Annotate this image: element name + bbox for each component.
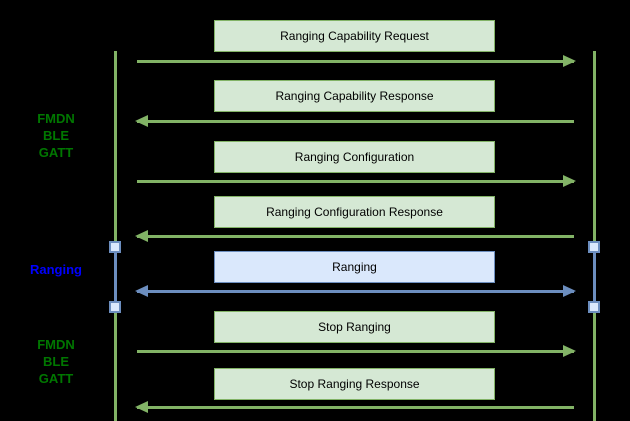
section-label-line: FMDN <box>37 337 75 352</box>
arrow-ranging-bidirectional <box>135 285 576 297</box>
section-label-line: Ranging <box>30 262 82 277</box>
arrow-ranging-capability-response <box>135 115 574 127</box>
section-label-line: FMDN <box>37 111 75 126</box>
arrow-ranging-configuration-response <box>135 230 574 242</box>
lifeline-left-ranging-segment <box>114 247 117 307</box>
arrowhead-left-icon <box>135 401 148 413</box>
arrowhead-right-icon <box>563 55 576 67</box>
section-label-line: GATT <box>38 145 74 160</box>
arrowhead-left-icon <box>135 115 148 127</box>
arrow-stop-ranging-response <box>135 401 574 413</box>
arrowhead-right-icon <box>563 285 576 297</box>
message-box-ranging-capability-request: Ranging Capability Request <box>214 20 495 52</box>
lifeline-right <box>593 51 596 421</box>
arrow-ranging-capability-request <box>137 55 576 67</box>
lifeline-left <box>114 51 117 421</box>
section-label-line: BLE <box>43 128 69 143</box>
section-label-line: BLE <box>43 354 69 369</box>
arrowhead-right-icon <box>563 175 576 187</box>
message-box-ranging-configuration-response: Ranging Configuration Response <box>214 196 495 228</box>
message-box-ranging-configuration: Ranging Configuration <box>214 141 495 173</box>
section-label-fmdn-ble-gatt-top: FMDN BLE GATT <box>0 110 112 161</box>
arrowhead-right-icon <box>563 345 576 357</box>
ranging-end-marker-left <box>109 301 121 313</box>
arrow-stop-ranging <box>137 345 576 357</box>
ranging-end-marker-right <box>588 301 600 313</box>
arrowhead-left-icon <box>135 285 148 297</box>
section-label-ranging: Ranging <box>0 263 112 277</box>
message-box-stop-ranging-response: Stop Ranging Response <box>214 368 495 400</box>
arrow-ranging-configuration <box>137 175 576 187</box>
section-label-fmdn-ble-gatt-bottom: FMDN BLE GATT <box>0 336 112 387</box>
message-box-ranging: Ranging <box>214 251 495 283</box>
ranging-start-marker-left <box>109 241 121 253</box>
ranging-start-marker-right <box>588 241 600 253</box>
message-box-stop-ranging: Stop Ranging <box>214 311 495 343</box>
message-box-ranging-capability-response: Ranging Capability Response <box>214 80 495 112</box>
lifeline-right-ranging-segment <box>593 247 596 307</box>
arrowhead-left-icon <box>135 230 148 242</box>
section-label-line: GATT <box>38 371 74 386</box>
